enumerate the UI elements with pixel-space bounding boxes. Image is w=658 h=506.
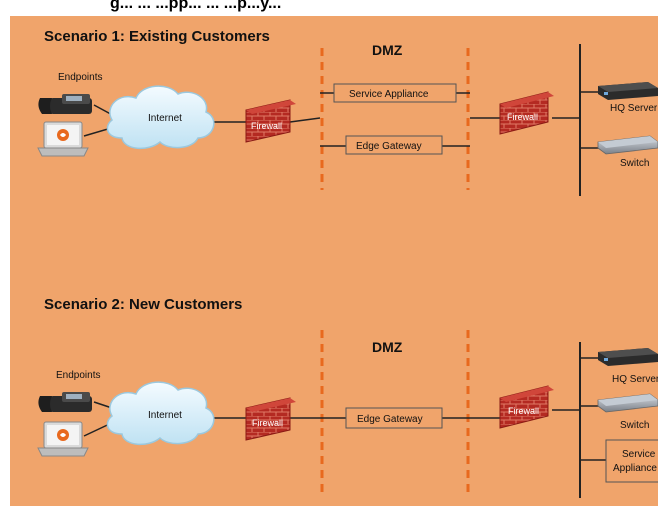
rack-server-icon <box>598 348 658 366</box>
service-appliance-box <box>333 83 457 103</box>
service-appliance-label-line2: Appliance <box>613 463 657 474</box>
hq-server-label: HQ Server <box>610 103 658 114</box>
firewall-right-label: Firewall <box>507 112 538 122</box>
scenario-2-title: Scenario 2: New Customers <box>44 296 242 313</box>
endpoints-label: Endpoints <box>56 370 100 381</box>
firewall-right-label: Firewall <box>508 406 539 416</box>
scenario-2: Scenario 2: New Customers DMZ Endpoints <box>37 296 658 498</box>
connections <box>83 357 606 461</box>
brick-firewall-icon <box>245 397 296 441</box>
scenario-1: Scenario 1: Existing Customers DMZ Endpo… <box>37 28 658 196</box>
header-fragment: g... ... ...pp... ... ...p...y... <box>110 0 281 12</box>
network-switch-icon <box>597 393 658 413</box>
edge-gateway-label: Edge Gateway <box>356 141 422 152</box>
desk-phone-icon <box>38 94 92 114</box>
edge-gateway-label: Edge Gateway <box>357 414 423 425</box>
brick-firewall-icon <box>499 385 554 429</box>
scenario-1-title: Scenario 1: Existing Customers <box>44 28 270 45</box>
edge-gateway-box <box>345 407 443 429</box>
scenario-1-dmz-label: DMZ <box>372 42 403 58</box>
cloud-icon <box>106 85 215 150</box>
service-appliance-label: Service Appliance <box>349 89 429 100</box>
rack-server-icon <box>598 82 658 100</box>
endpoints-label: Endpoints <box>58 72 102 83</box>
network-switch-icon <box>597 135 658 155</box>
firewall-left-label: Firewall <box>251 121 282 131</box>
hq-server-label: HQ Server <box>612 374 658 385</box>
edge-gateway-box <box>345 135 443 155</box>
internet-label: Internet <box>148 410 182 421</box>
service-appliance-box <box>605 439 658 483</box>
desk-phone-icon <box>38 392 92 412</box>
service-appliance-label-line1: Service <box>622 449 656 460</box>
switch-label: Switch <box>620 420 649 431</box>
switch-label: Switch <box>620 158 649 169</box>
connections <box>83 91 600 149</box>
firewall-left-label: Firewall <box>252 418 283 428</box>
brick-firewall-icon <box>499 91 554 135</box>
laptop-icon <box>37 421 89 457</box>
internet-label: Internet <box>148 113 182 124</box>
laptop-icon <box>37 121 89 157</box>
scenario-2-dmz-label: DMZ <box>372 339 403 355</box>
brick-firewall-icon <box>245 99 296 143</box>
cloud-icon <box>106 381 215 446</box>
